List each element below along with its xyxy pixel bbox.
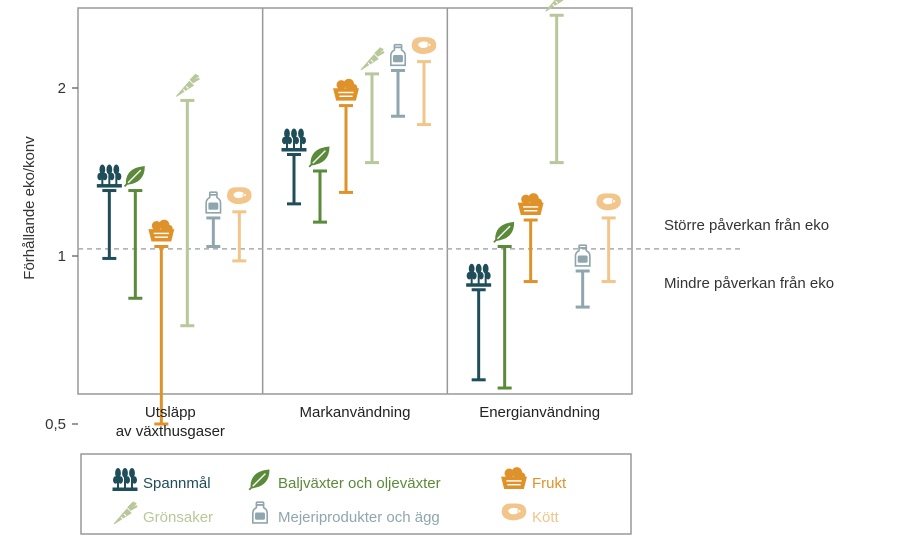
error-bar bbox=[96, 164, 123, 260]
legend-label: Kött bbox=[532, 509, 560, 526]
leaf-icon bbox=[123, 165, 146, 188]
grain-icon bbox=[96, 164, 123, 189]
annotation-below: Mindre påverkan från eko bbox=[664, 275, 834, 292]
error-bar bbox=[205, 191, 222, 248]
milk-bottle-icon bbox=[205, 191, 222, 214]
error-bar bbox=[596, 193, 621, 284]
steak-icon bbox=[227, 187, 252, 205]
grain-icon bbox=[281, 128, 307, 153]
legend-label: Grönsaker bbox=[143, 509, 213, 526]
carrot-icon bbox=[175, 73, 201, 98]
category-label: Utsläpp bbox=[145, 404, 196, 421]
steak-icon bbox=[596, 193, 621, 211]
legend-label: Frukt bbox=[532, 475, 567, 492]
annotation-above: Större påverkan från eko bbox=[664, 217, 829, 234]
error-bar bbox=[359, 46, 386, 165]
error-bar bbox=[175, 73, 201, 328]
error-bar bbox=[574, 244, 591, 309]
error-bar bbox=[411, 37, 437, 127]
error-bar bbox=[281, 128, 307, 206]
error-bar bbox=[389, 43, 407, 118]
category-label: Energianvändning bbox=[479, 404, 600, 421]
error-bar bbox=[465, 263, 492, 382]
legend-item: Kött bbox=[501, 503, 560, 526]
y-tick-label: 0,5 bbox=[45, 416, 66, 433]
legend-box bbox=[80, 453, 632, 535]
legend-label: Spannmål bbox=[143, 475, 211, 492]
legend-item: Frukt bbox=[500, 466, 567, 492]
error-bar bbox=[517, 192, 544, 284]
fruit-basket-icon bbox=[148, 219, 175, 242]
leaf-icon bbox=[492, 221, 515, 244]
error-bar bbox=[332, 78, 360, 194]
legend-label: Baljväxter och oljeväxter bbox=[278, 475, 441, 492]
legend-item: Mejeriprodukter och ägg bbox=[251, 501, 440, 526]
error-bar bbox=[148, 219, 175, 426]
legend-item: Baljväxter och oljeväxter bbox=[248, 469, 441, 492]
error-bar bbox=[308, 146, 330, 224]
milk-bottle-icon bbox=[389, 43, 407, 67]
error-bar bbox=[544, 0, 570, 165]
error-bar bbox=[227, 187, 252, 263]
error-bar bbox=[123, 165, 146, 300]
legend: Spannmål Baljväxter och oljeväxter FruktGr… bbox=[80, 453, 632, 535]
error-bar bbox=[492, 221, 515, 390]
grain-icon bbox=[465, 263, 492, 288]
fruit-basket-icon bbox=[332, 78, 360, 101]
legend-item: Grönsaker bbox=[112, 500, 213, 526]
category-label: Markanvändning bbox=[300, 404, 411, 421]
carrot-icon bbox=[359, 46, 386, 71]
fruit-basket-icon bbox=[517, 192, 544, 216]
carrot-icon bbox=[544, 0, 570, 13]
legend-label: Mejeriprodukter och ägg bbox=[278, 509, 440, 526]
y-tick-label: 2 bbox=[58, 80, 66, 97]
plot-frame bbox=[77, 7, 633, 395]
y-axis-label: Förhållande eko/konv bbox=[21, 136, 38, 280]
leaf-icon bbox=[308, 146, 330, 168]
category-label: av växthusgaser bbox=[116, 423, 225, 440]
y-tick-label: 1 bbox=[58, 248, 66, 265]
legend-item: Spannmål bbox=[112, 467, 211, 492]
steak-icon bbox=[411, 37, 437, 54]
steak-icon bbox=[501, 503, 527, 521]
